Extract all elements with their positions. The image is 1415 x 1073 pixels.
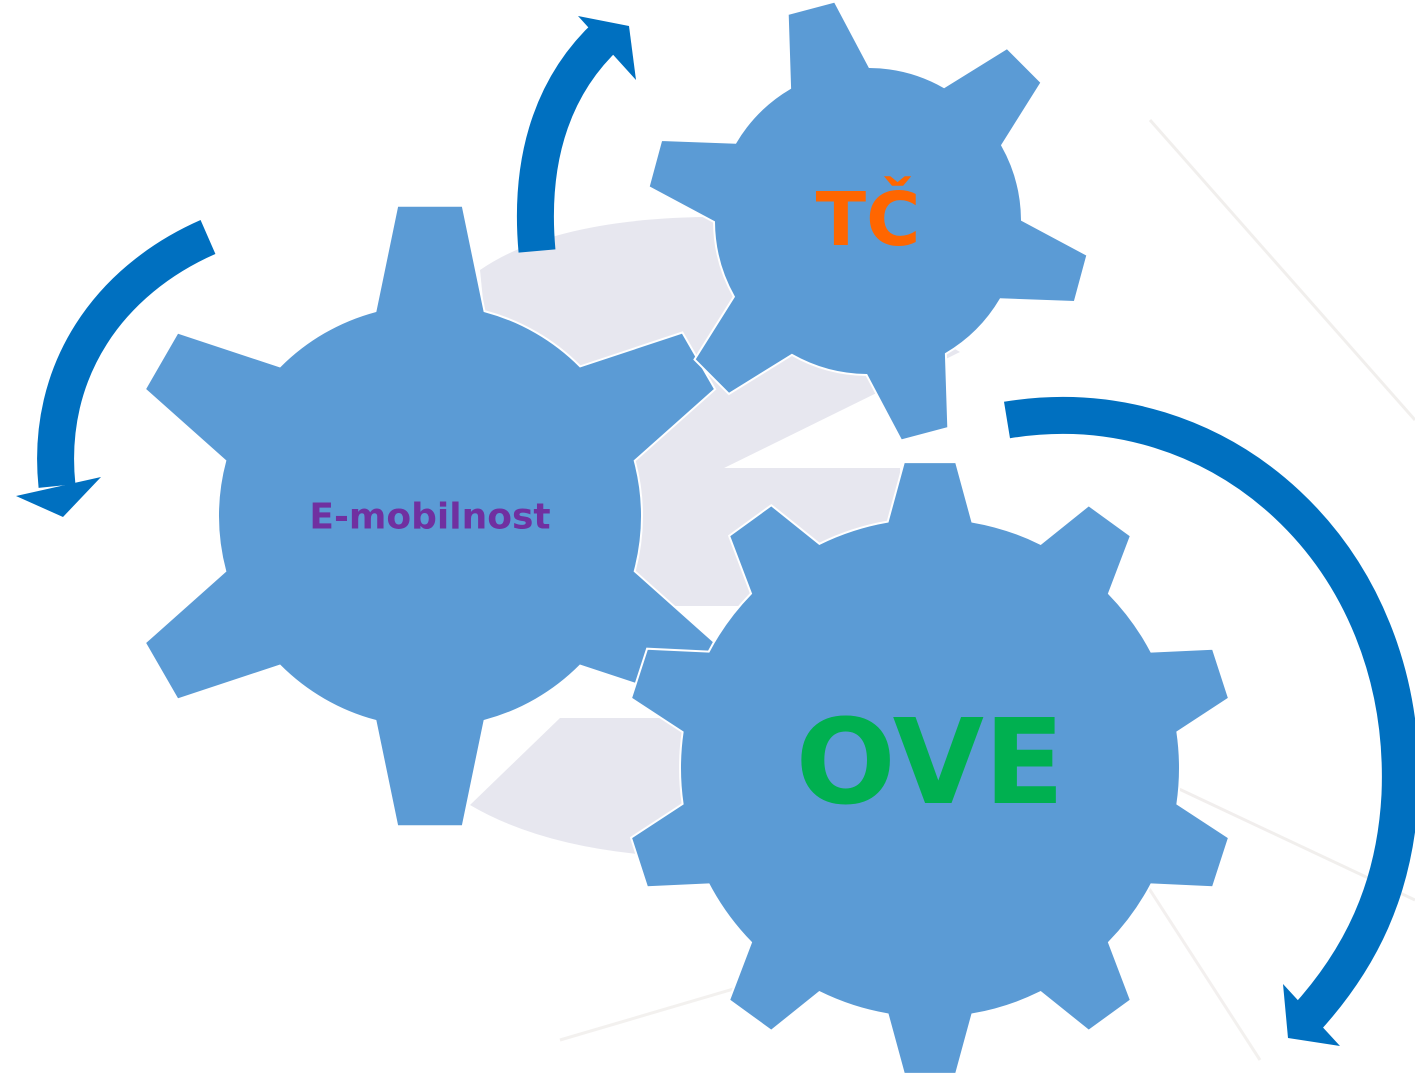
gear-emobilnost-label: E-mobilnost bbox=[309, 497, 550, 538]
gear-tc-label: TČ bbox=[816, 175, 921, 263]
arrow-left-cycle bbox=[16, 220, 216, 517]
gear-tc-body bbox=[647, 0, 1089, 442]
gear-emobilnost bbox=[143, 204, 717, 828]
gear-ove bbox=[629, 461, 1231, 1073]
gear-tc bbox=[647, 0, 1089, 442]
gear-emobilnost-body bbox=[143, 204, 717, 828]
gear-ove-body bbox=[629, 461, 1231, 1073]
arrow-top-cycle bbox=[516, 16, 636, 253]
gear-ove-label: OVE bbox=[795, 693, 1064, 831]
arrow-right-cycle bbox=[1004, 397, 1415, 1046]
